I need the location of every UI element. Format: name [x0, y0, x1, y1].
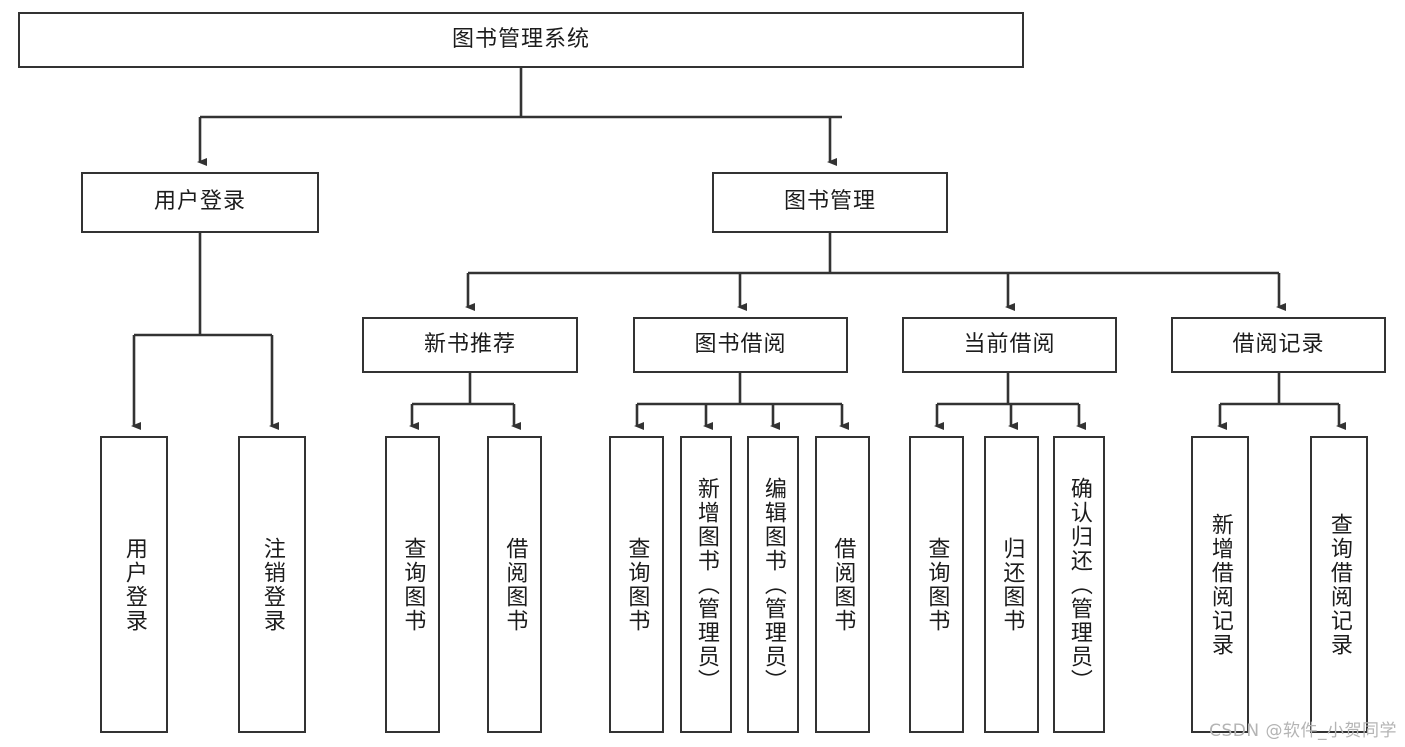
leaf-confirm-return-admin[interactable]: 确认归还（管理员）	[1053, 436, 1105, 733]
node-book-borrow[interactable]: 图书借阅	[633, 317, 848, 373]
leaf-borrow-book-under-borrow[interactable]: 借阅图书	[815, 436, 870, 733]
leaf-add-book-admin[interactable]: 新增图书（管理员）	[680, 436, 732, 733]
leaf-user-login[interactable]: 用户登录	[100, 436, 168, 733]
leaf-return-book[interactable]: 归还图书	[984, 436, 1039, 733]
leaf-add-borrow-record[interactable]: 新增借阅记录	[1191, 436, 1249, 733]
node-borrow-record[interactable]: 借阅记录	[1171, 317, 1386, 373]
leaf-query-book-under-recommend[interactable]: 查询图书	[385, 436, 440, 733]
node-root[interactable]: 图书管理系统	[18, 12, 1024, 68]
leaf-borrow-book-under-recommend[interactable]: 借阅图书	[487, 436, 542, 733]
node-user-login[interactable]: 用户登录	[81, 172, 319, 233]
node-current-borrow[interactable]: 当前借阅	[902, 317, 1117, 373]
leaf-logout-login[interactable]: 注销登录	[238, 436, 306, 733]
node-new-book-recommend[interactable]: 新书推荐	[362, 317, 578, 373]
leaf-edit-book-admin[interactable]: 编辑图书（管理员）	[747, 436, 799, 733]
leaf-query-borrow-record[interactable]: 查询借阅记录	[1310, 436, 1368, 733]
leaf-query-book-under-current[interactable]: 查询图书	[909, 436, 964, 733]
leaf-query-book-under-borrow[interactable]: 查询图书	[609, 436, 664, 733]
csdn-watermark: CSDN @软件_小贺同学	[1209, 721, 1397, 741]
node-book-manage[interactable]: 图书管理	[712, 172, 948, 233]
